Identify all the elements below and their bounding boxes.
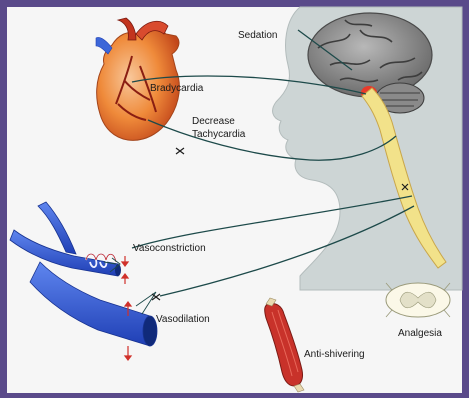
- label-anti-shivering: Anti-shivering: [304, 349, 365, 360]
- label-analgesia: Analgesia: [398, 328, 442, 339]
- label-tachycardia: Tachycardia: [192, 129, 246, 140]
- label-sedation: Sedation: [238, 30, 277, 41]
- label-decrease: Decrease: [192, 116, 235, 127]
- label-vasodilation: Vasodilation: [156, 314, 210, 325]
- label-vasoconstriction: Vasoconstriction: [133, 243, 206, 254]
- label-bradycardia: Bradycardia: [150, 83, 204, 94]
- spinal-cord-cross-section: [386, 283, 450, 317]
